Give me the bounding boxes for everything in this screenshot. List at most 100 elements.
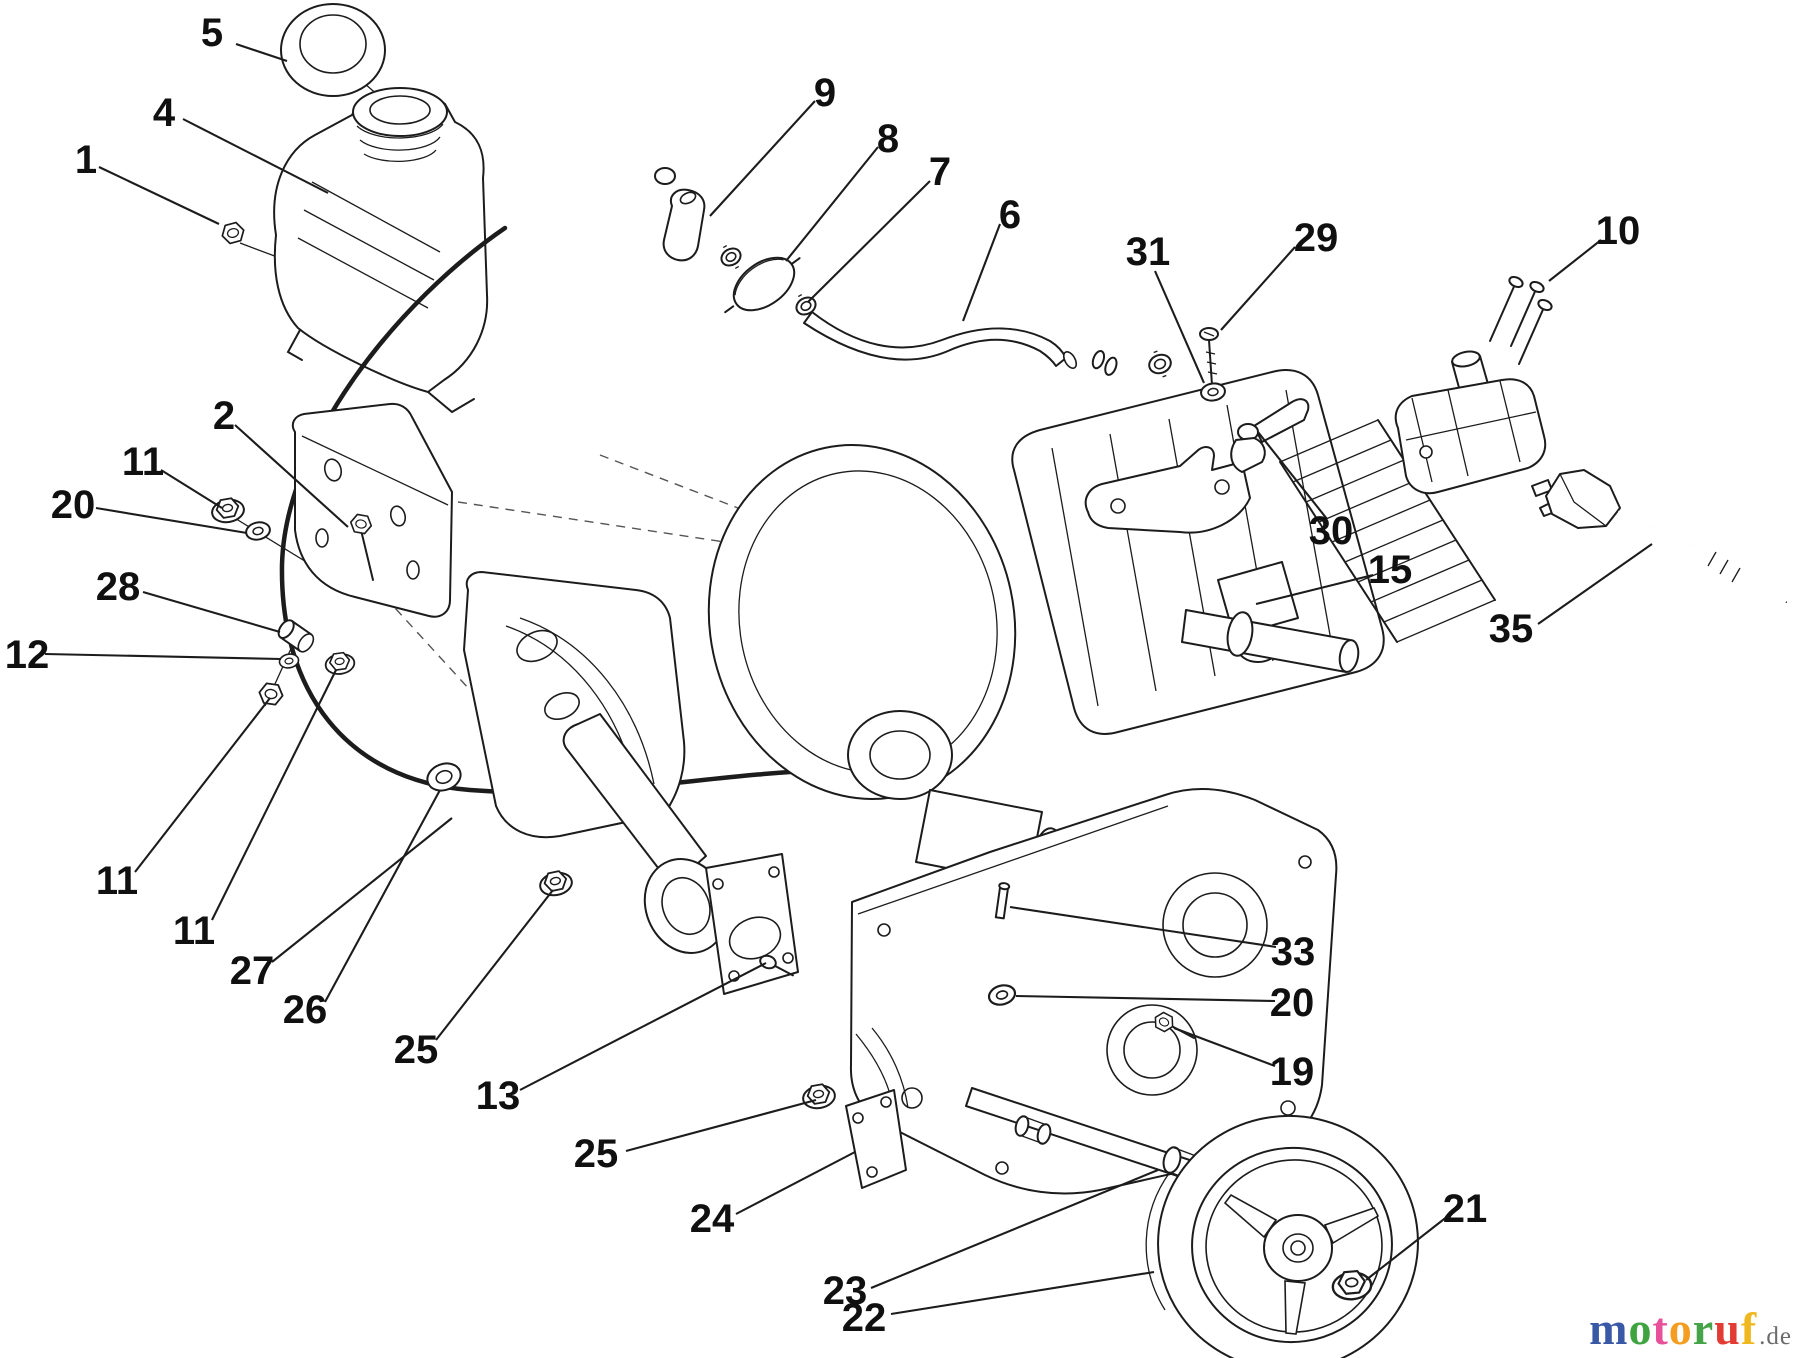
callout-leader-20: [95, 506, 248, 535]
hose-ferrule: [1091, 349, 1118, 376]
callout-label-15: 15: [1368, 548, 1413, 592]
axle-spacer-small: [1014, 1115, 1052, 1145]
callout-leader-15: [1255, 573, 1374, 606]
fasteners: [209, 220, 1374, 1303]
spacer-28: [277, 619, 315, 653]
watermark-letter: r: [1692, 1303, 1715, 1354]
flange-nut-11: [323, 650, 357, 677]
callout-label-24: 24: [690, 1197, 735, 1241]
callout-leader-29: [1220, 246, 1296, 331]
callout-label-1: 1: [75, 138, 97, 182]
watermark-letter: t: [1652, 1303, 1669, 1354]
callout-leader-7: [807, 180, 931, 303]
hose-end: [1062, 351, 1078, 369]
callout-label-26: 26: [283, 988, 328, 1032]
mounting-bolts: [1489, 275, 1553, 365]
engine-assembly: [707, 369, 1496, 885]
callout-label-4: 4: [153, 91, 176, 135]
flange-nut-25: [800, 1081, 838, 1112]
callout-label-13: 13: [476, 1074, 521, 1118]
wheel-spoke: [1284, 1280, 1306, 1335]
fuel-tank: [273, 87, 489, 414]
callout-label-5: 5: [201, 11, 223, 55]
callout-leader-11: [160, 469, 223, 509]
callout-label-27: 27: [230, 949, 275, 993]
hose-clamp-icon: [1148, 350, 1172, 378]
callout-leader-8: [785, 146, 879, 262]
callout-leader-28: [142, 590, 281, 634]
callout-leader-9: [709, 100, 816, 217]
callout-leader-30: [1257, 431, 1328, 520]
flange-nut-11: [209, 495, 247, 526]
fuel-filter: [724, 256, 801, 314]
support-bracket: [845, 1027, 909, 1189]
callout-leader-23: [870, 1169, 1159, 1289]
callout-label-12: 12: [5, 633, 50, 677]
callout-leader-27: [271, 817, 453, 963]
callout-leader-25: [625, 1098, 817, 1153]
callout-leader-4: [182, 118, 329, 194]
callout-leader-31: [1154, 270, 1205, 384]
callout-leader-25: [435, 889, 554, 1041]
callout-leader-6: [962, 223, 1001, 322]
callout-label-29: 29: [1294, 216, 1339, 260]
watermark-letter: o: [1628, 1303, 1653, 1354]
callout-leader-11: [211, 669, 337, 921]
bushing-26: [426, 762, 462, 792]
fuel-cap-grommet: [280, 3, 386, 97]
callout-label-9: 9: [814, 71, 836, 115]
power-cord-plug: [1531, 469, 1787, 604]
watermark-text: motoruf: [1589, 1303, 1757, 1354]
callout-label-10: 10: [1596, 209, 1641, 253]
callout-leader-20: [1015, 994, 1276, 1003]
wheel: [1145, 1114, 1419, 1358]
callout-leader-12: [44, 652, 282, 661]
callout-label-33: 33: [1271, 930, 1316, 974]
callout-leader-19: [1173, 1027, 1276, 1067]
fuel-line-assembly: [654, 167, 1172, 378]
callout-leader-33: [1009, 905, 1277, 949]
callout-label-11: 11: [173, 909, 215, 953]
handle-bracket: [291, 402, 453, 618]
switch-housing: [1394, 350, 1547, 495]
callout-label-8: 8: [877, 117, 899, 161]
callout-label-23: 23: [823, 1269, 868, 1313]
callout-label-25: 25: [394, 1028, 439, 1072]
callout-label-35: 35: [1489, 607, 1534, 651]
callout-label-19: 19: [1270, 1050, 1315, 1094]
watermark-letter: o: [1668, 1303, 1693, 1354]
callout-label-25: 25: [574, 1132, 619, 1176]
callout-label-31: 31: [1126, 230, 1171, 274]
callout-leader-10: [1548, 239, 1602, 282]
fuel-pickup-elbow: [662, 188, 706, 262]
watermark-suffix: .de: [1759, 1323, 1792, 1350]
callout-leader-21: [1365, 1215, 1449, 1281]
fuel-pickup-clip: [654, 167, 676, 185]
hose-clamp-icon: [720, 245, 742, 269]
callout-leader-13: [519, 962, 767, 1091]
callout-label-21: 21: [1443, 1187, 1488, 1231]
callout-label-11: 11: [122, 440, 164, 484]
callout-leader-26: [324, 789, 441, 1003]
callout-leader-2: [234, 424, 349, 528]
callout-leader-11: [134, 697, 271, 873]
cylinder-fins: [1279, 419, 1496, 643]
callout-label-20: 20: [51, 483, 96, 527]
tube-flange-plate: [705, 853, 799, 995]
callout-label-22: 22: [842, 1296, 887, 1340]
fuel-hose: [803, 311, 1067, 367]
crankshaft: [1181, 609, 1360, 673]
callout-leader-22: [890, 1270, 1155, 1316]
callout-label-2: 2: [213, 394, 235, 438]
callout-leader-35: [1537, 543, 1653, 625]
callout-label-6: 6: [999, 193, 1021, 237]
pin-33: [994, 882, 1011, 920]
throttle-control: [1230, 398, 1310, 473]
axle-tube: [562, 713, 729, 954]
callout-label-28: 28: [96, 565, 141, 609]
choke-screw: [1199, 327, 1219, 386]
callout-label-11: 11: [96, 859, 138, 903]
